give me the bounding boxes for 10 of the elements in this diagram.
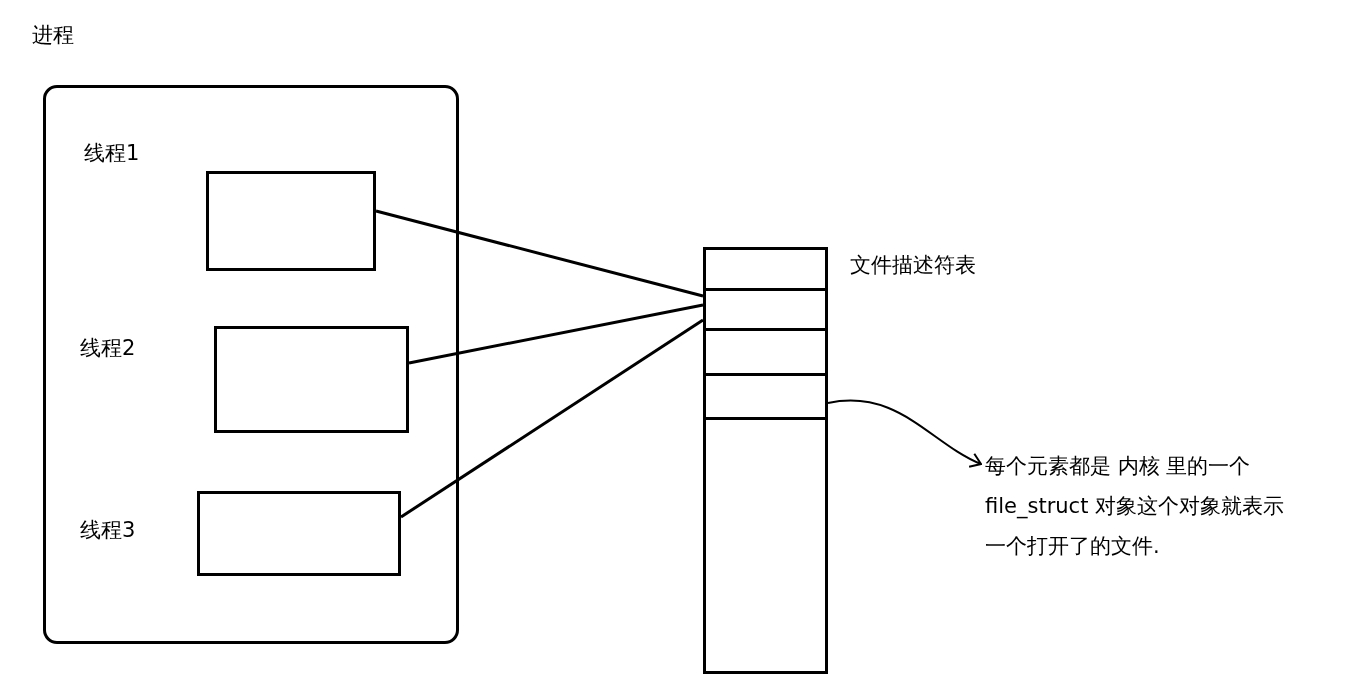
thread-label: 线程3 [80,517,136,543]
curved-arrow [827,399,982,468]
connector-line [408,303,704,365]
table-title: 文件描述符表 [850,252,976,278]
note-text: 每个元素都是 内核 里的一个 file_struct 对象这个对象就表示一个打开了的文件. [985,446,1305,606]
connector-line [400,318,704,519]
thread-label: 线程1 [84,140,140,166]
thread-label: 线程2 [80,335,136,361]
connector-line [375,209,704,298]
process-title: 进程 [32,22,74,48]
